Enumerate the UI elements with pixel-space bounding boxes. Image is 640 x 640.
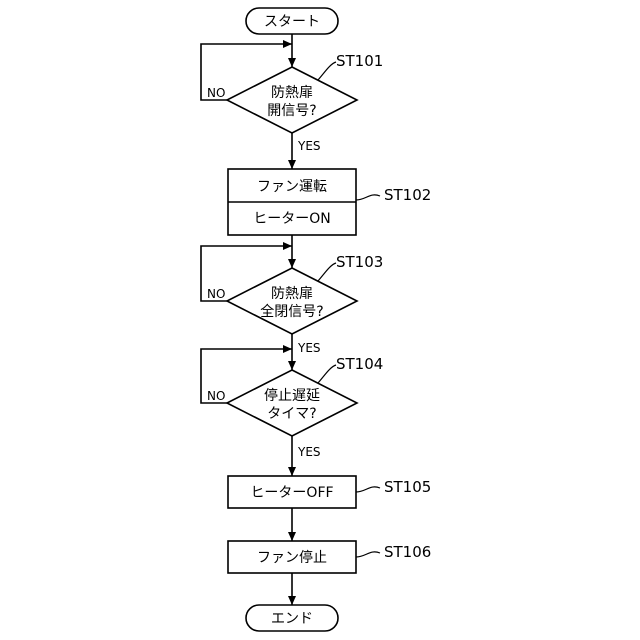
st106-leader xyxy=(356,552,380,557)
end-terminator: エンド xyxy=(246,605,338,631)
st104-line2: タイマ? xyxy=(267,406,316,422)
st102-line2: ヒーターON xyxy=(253,211,331,227)
process-st105: ヒーターOFF xyxy=(228,476,356,508)
st102-step-label: ST102 xyxy=(384,186,431,204)
decision-st101: 防熱扉 開信号? xyxy=(227,67,357,133)
st103-step-label: ST103 xyxy=(336,253,383,271)
st101-leader xyxy=(318,62,336,80)
st101-line2: 開信号? xyxy=(267,103,316,119)
st102-leader xyxy=(356,195,380,200)
process-st102: ファン運転 ヒーターON xyxy=(228,169,356,235)
st104-line1: 停止遅延 xyxy=(264,387,320,404)
st105-label: ヒーターOFF xyxy=(250,485,333,501)
st105-step-label: ST105 xyxy=(384,478,431,496)
st105-leader xyxy=(356,487,380,492)
start-label: スタート xyxy=(264,14,320,30)
st102-line1: ファン運転 xyxy=(257,179,327,195)
st101-yes-label: YES xyxy=(297,139,321,153)
st103-yes-label: YES xyxy=(297,341,321,355)
st101-step-label: ST101 xyxy=(336,52,383,70)
st106-step-label: ST106 xyxy=(384,543,431,561)
st103-leader xyxy=(318,263,336,281)
st106-label: ファン停止 xyxy=(257,549,327,566)
start-terminator: スタート xyxy=(246,8,338,34)
st103-line2: 全閉信号? xyxy=(260,303,323,320)
st104-step-label: ST104 xyxy=(336,355,383,373)
st104-yes-label: YES xyxy=(297,445,321,459)
st101-no-label: NO xyxy=(207,86,225,100)
st101-line1: 防熱扉 xyxy=(271,85,313,101)
st103-line1: 防熱扉 xyxy=(271,286,313,302)
st103-no-label: NO xyxy=(207,287,225,301)
st104-no-label: NO xyxy=(207,389,225,403)
process-st106: ファン停止 xyxy=(228,541,356,573)
decision-st104: 停止遅延 タイマ? xyxy=(227,370,357,436)
decision-st103: 防熱扉 全閉信号? xyxy=(227,268,357,334)
st104-leader xyxy=(318,365,336,383)
end-label: エンド xyxy=(271,611,313,627)
